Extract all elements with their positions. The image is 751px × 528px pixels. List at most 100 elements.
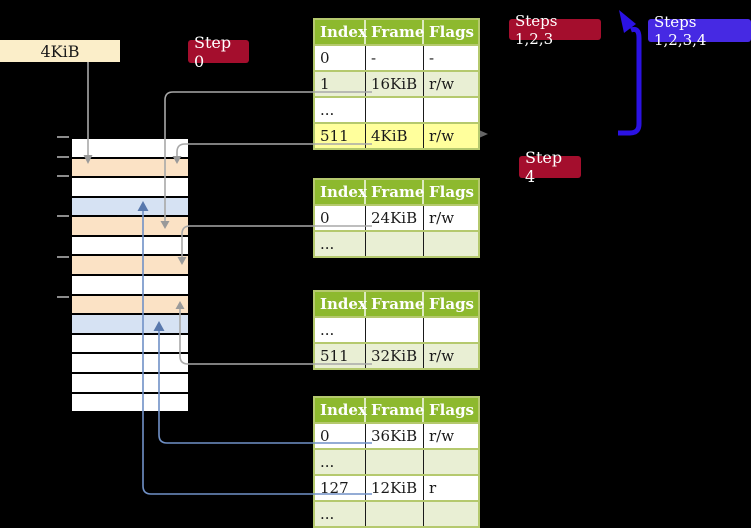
recursive-loop-arrow <box>618 26 642 136</box>
table-cell <box>424 502 478 526</box>
column-header-frame: Frame <box>366 20 424 44</box>
steps1234-badge: Steps 1,2,3,4 <box>648 13 751 49</box>
steps123-badge-label: Steps 1,2,3 <box>515 11 558 48</box>
column-header-index: Index <box>315 292 367 316</box>
memory-row-white <box>72 236 188 257</box>
table-cell: ... <box>315 450 366 474</box>
tick-mark <box>57 175 69 177</box>
page-size-label-box: 4KiB <box>0 40 120 62</box>
table-cell: 0 <box>315 424 366 448</box>
memory-row-white <box>72 354 188 374</box>
table-cell: - <box>429 49 435 67</box>
tick-mark <box>57 256 69 258</box>
table-cell <box>366 232 424 256</box>
table-cell: 16KiB <box>366 72 424 96</box>
table-cell: 0 <box>315 46 366 70</box>
table-row: ... <box>315 502 478 526</box>
memory-row-white <box>72 373 188 394</box>
table-cell <box>424 318 478 342</box>
table-cell: r/w <box>424 124 478 148</box>
table-cell <box>424 232 478 256</box>
memory-row-white <box>72 178 188 198</box>
table-cell: ... <box>315 98 366 122</box>
column-header-index: Index <box>315 20 367 44</box>
step0-badge: Step 0 <box>188 33 249 71</box>
table-cell <box>424 98 478 122</box>
table-row: ... <box>315 98 478 124</box>
column-header-index: Index <box>315 180 367 204</box>
table-cell: 36KiB <box>366 424 424 448</box>
table-cell <box>424 450 478 474</box>
tick-mark <box>57 156 69 158</box>
table-cell: 511 <box>315 124 366 148</box>
column-header-frame: Frame <box>366 180 424 204</box>
table-row: ... <box>315 318 478 344</box>
column-header-flags: Flags <box>429 183 474 201</box>
tick-mark <box>57 136 69 138</box>
table-cell: 4KiB <box>366 124 424 148</box>
memory-row-blue <box>72 197 188 218</box>
table-cell: ... <box>315 318 366 342</box>
column-header-flags: Flags <box>429 295 474 313</box>
table-cell: r/w <box>429 209 455 227</box>
steps1234-badge-label: Steps 1,2,3,4 <box>654 12 707 49</box>
table-cell: 24KiB <box>366 206 424 230</box>
step4-badge: Step 4 <box>519 148 581 186</box>
table-cell <box>366 318 424 342</box>
memory-row-white <box>72 334 188 355</box>
physical-memory-map <box>70 137 190 413</box>
table-cell: 127 <box>315 476 366 500</box>
table-cell: 32KiB <box>366 344 424 368</box>
table-cell: r/w <box>429 75 455 93</box>
step4-badge-label: Step 4 <box>525 148 563 186</box>
table-cell: r/w <box>429 347 455 365</box>
memory-row-orange <box>72 295 188 316</box>
column-header-frame: Frame <box>366 398 424 422</box>
steps123-badge: Steps 1,2,3 <box>509 12 601 48</box>
memory-row-white <box>72 276 188 296</box>
tick-mark <box>57 215 69 217</box>
table-cell: ... <box>315 502 366 526</box>
table-cell: r <box>429 479 437 497</box>
table-cell <box>366 502 424 526</box>
step0-badge-label: Step 0 <box>194 32 232 71</box>
memory-row-orange <box>72 256 188 277</box>
table-cell: 1 <box>315 72 366 96</box>
table-cell: 511 <box>315 344 366 368</box>
memory-row-orange <box>72 158 188 179</box>
table-row: 0-- <box>315 46 478 72</box>
page-size-label: 4KiB <box>40 41 80 61</box>
memory-row-orange <box>72 217 188 237</box>
column-header-frame: Frame <box>366 292 424 316</box>
column-header-flags: Flags <box>429 401 474 419</box>
table-cell: ... <box>315 232 366 256</box>
table-cell: - <box>366 46 424 70</box>
table-cell: r/w <box>429 427 455 445</box>
table-cell: 12KiB <box>366 476 424 500</box>
memory-row-white <box>72 393 188 412</box>
tick-mark <box>57 296 69 298</box>
table-cell <box>366 98 424 122</box>
table-row: ... <box>315 450 478 476</box>
column-header-index: Index <box>315 398 367 422</box>
row511-edge-mark <box>480 130 488 138</box>
memory-row-blue <box>72 315 188 335</box>
recursive-loop-arrowhead <box>619 10 636 33</box>
table-row: ... <box>315 232 478 256</box>
table-cell: 0 <box>315 206 366 230</box>
